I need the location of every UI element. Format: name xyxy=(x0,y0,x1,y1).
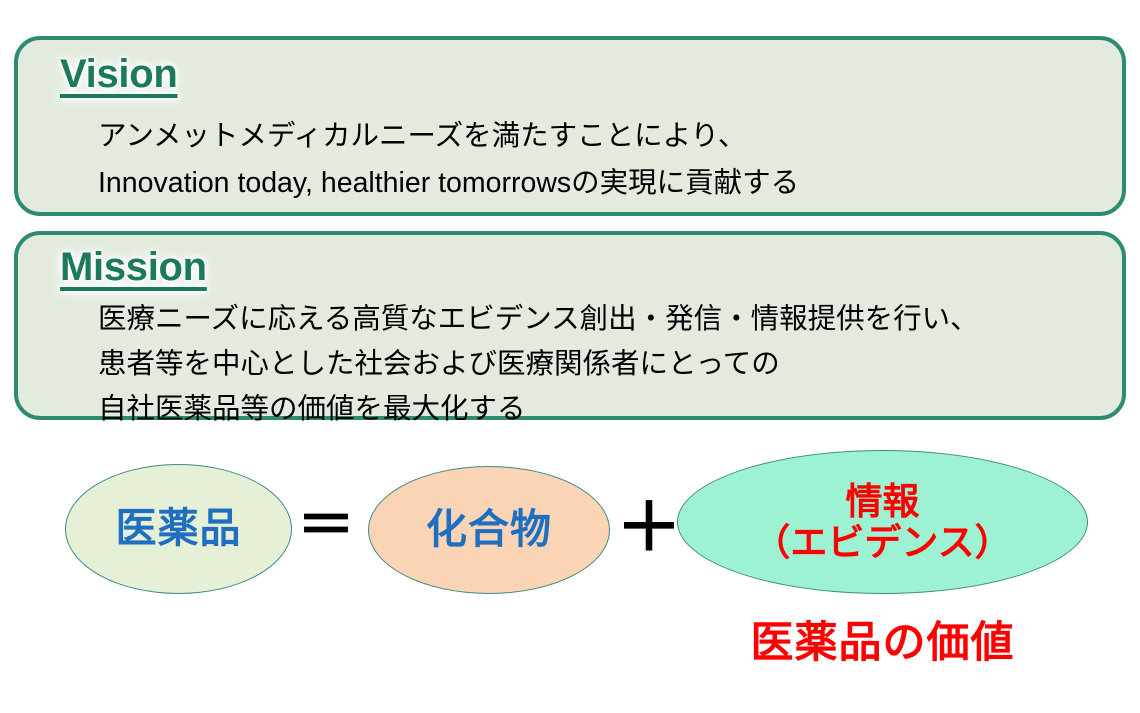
plus-operator: ＋ xyxy=(616,490,682,564)
information-ellipse: 情報（エビデンス） xyxy=(677,450,1088,594)
mission-body-text: 医療ニーズに応える高質なエビデンス創出・発信・情報提供を行い、 患者等を中心とし… xyxy=(98,303,979,425)
vision-heading: Vision xyxy=(60,52,178,96)
drug-ellipse-label: 医薬品 xyxy=(115,505,242,552)
mission-heading: Mission xyxy=(60,245,207,289)
vision-panel: Vision アンメットメディカルニーズを満たすことにより、 Innovatio… xyxy=(14,36,1126,216)
equals-operator: ＝ xyxy=(296,493,355,558)
vision-body-text: アンメットメディカルニーズを満たすことにより、 Innovation today… xyxy=(98,120,800,199)
information-ellipse-label: 情報（エビデンス） xyxy=(753,480,1012,563)
drug-ellipse: 医薬品 xyxy=(65,464,292,594)
mission-panel: Mission 医療ニーズに応える高質なエビデンス創出・発信・情報提供を行い、 … xyxy=(14,231,1126,425)
compound-ellipse: 化合物 xyxy=(368,466,610,594)
compound-ellipse-label: 化合物 xyxy=(426,506,552,553)
drug-value-caption: 医薬品の価値 xyxy=(750,619,1015,667)
